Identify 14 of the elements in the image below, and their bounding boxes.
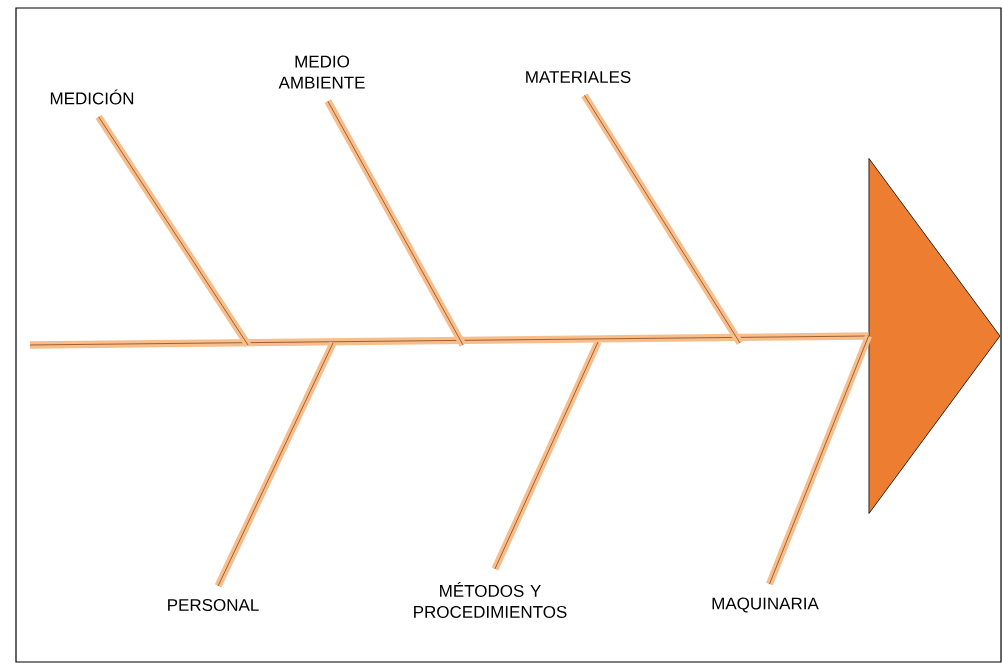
bone-line — [324, 99, 467, 347]
bone-line — [581, 93, 744, 345]
category-label: MEDICIÓN — [50, 89, 134, 105]
category-label: PERSONAL — [168, 599, 259, 611]
category-label: MATERIALES — [526, 70, 631, 83]
bone-line — [491, 340, 602, 571]
bone-line — [214, 341, 337, 588]
bone-line — [766, 334, 872, 586]
spine-line — [29, 332, 869, 349]
category-label: MAQUINARIA — [712, 597, 819, 613]
category-label: MEDIO AMBIENTE — [278, 55, 365, 89]
bone-line — [95, 114, 252, 347]
category-label: MÉTODOS Y PROCEDIMIENTOS — [414, 582, 567, 618]
fish-head-triangle — [868, 158, 1001, 514]
